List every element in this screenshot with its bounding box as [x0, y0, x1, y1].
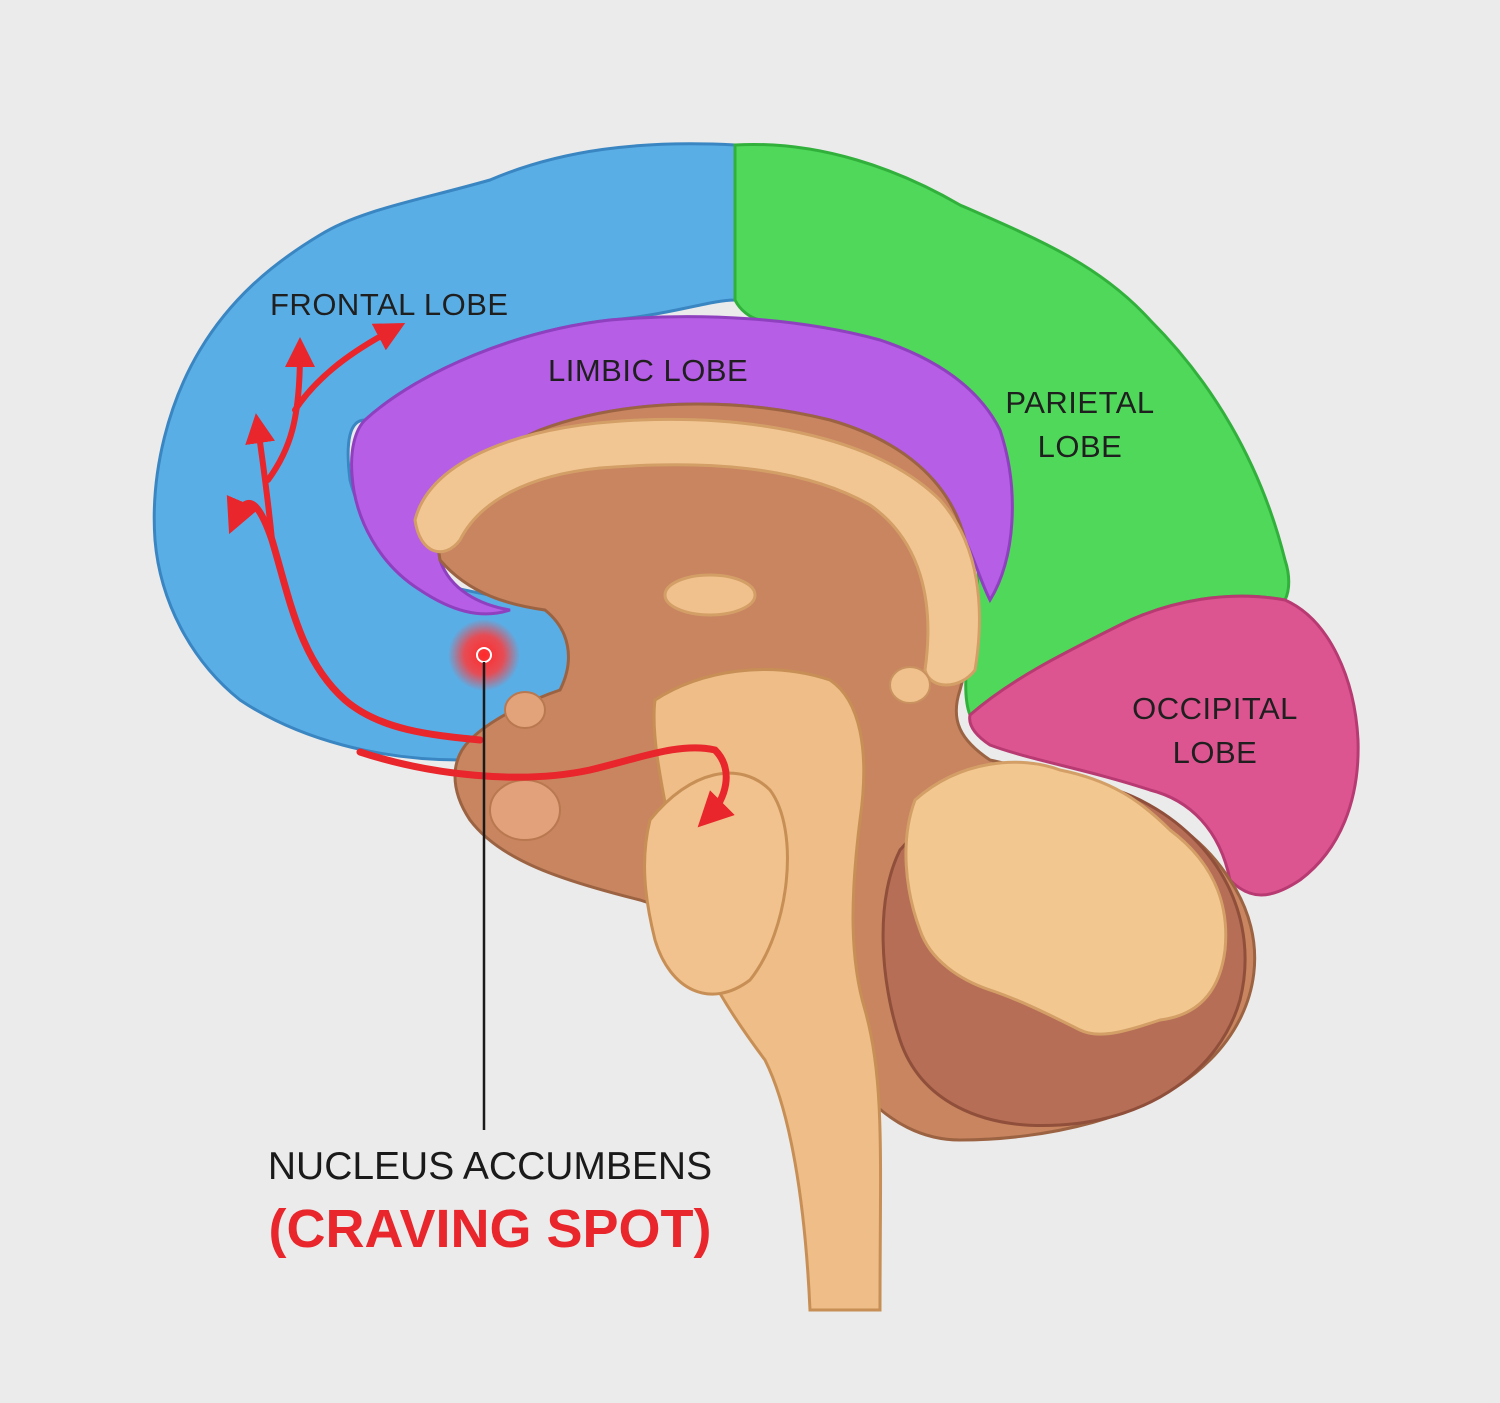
frontal-lobe-label: FRONTAL LOBE — [270, 287, 509, 322]
occipital-lobe-region — [968, 594, 1360, 897]
craving-spot-label: (CRAVING SPOT) — [268, 1199, 712, 1259]
hypothalamus-bump — [489, 779, 561, 841]
occipital-lobe-label-line1: OCCIPITAL — [1132, 691, 1298, 726]
thalamus — [663, 573, 757, 617]
occipital-lobe-label-line2: LOBE — [1172, 735, 1258, 770]
mammillary-body — [504, 691, 546, 729]
pineal-gland — [889, 666, 931, 704]
parietal-lobe-label-line1: PARIETAL — [1005, 385, 1155, 420]
pons — [643, 771, 789, 996]
arbor-vitae — [904, 760, 1228, 1036]
dopamine-pathway-branch-3 — [292, 322, 406, 413]
nucleus-accumbens-label: NUCLEUS ACCUMBENS — [267, 1145, 713, 1188]
nucleus-accumbens-glow — [448, 619, 520, 691]
limbic-lobe-label: LIMBIC LOBE — [548, 353, 749, 388]
dopamine-pathway-to-stem — [356, 744, 735, 828]
dopamine-pathway-main — [226, 495, 484, 744]
parietal-lobe-label-line2: LOBE — [1037, 429, 1123, 464]
dopamine-pathway-branch-2 — [265, 337, 315, 483]
dopamine-pathway-branch-1 — [245, 413, 275, 543]
